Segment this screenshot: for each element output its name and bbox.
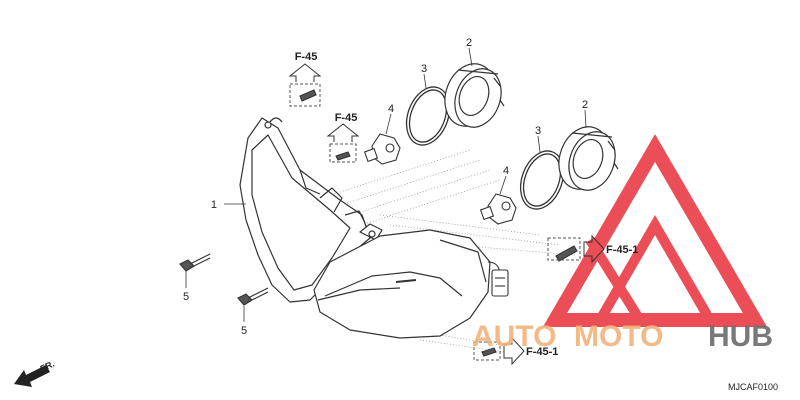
reference-f451-right: F-45-1 [606,244,638,256]
callout-4-upper: 4 [388,103,394,115]
callout-2-upper: 2 [466,37,472,49]
callout-4-lower: 4 [503,165,509,177]
callout-2-lower: 2 [582,99,588,111]
callout-1: 1 [211,199,217,211]
reference-markers [288,63,605,366]
bulb-lower [479,193,517,225]
watermark-text-hub: HUB [708,320,773,353]
callout-3-upper: 3 [421,63,427,75]
reference-f45-mid: F-45 [335,112,358,124]
bolts [179,89,578,357]
callout-5-lower: 5 [241,325,247,337]
watermark-logo [542,134,768,327]
callout-3-lower: 3 [535,125,541,137]
seal-rings [405,86,565,210]
bulb-upper [363,133,401,165]
headlight-lens [313,229,491,339]
figure-code: MJCAF0100 [728,382,778,392]
dust-covers [444,63,619,191]
headlight-housing [239,117,383,303]
watermark-text-moto: MOTO [574,320,663,353]
callout-5-left: 5 [183,291,189,303]
reference-f45-top: F-45 [295,51,318,63]
front-direction-label: FR. [39,359,56,374]
leader-lines [185,47,587,322]
reference-f451-bottom: F-45-1 [526,346,558,358]
wiring-connector [487,261,509,297]
watermark-text-auto: AUTO [472,320,556,353]
front-direction-arrow [14,365,50,387]
